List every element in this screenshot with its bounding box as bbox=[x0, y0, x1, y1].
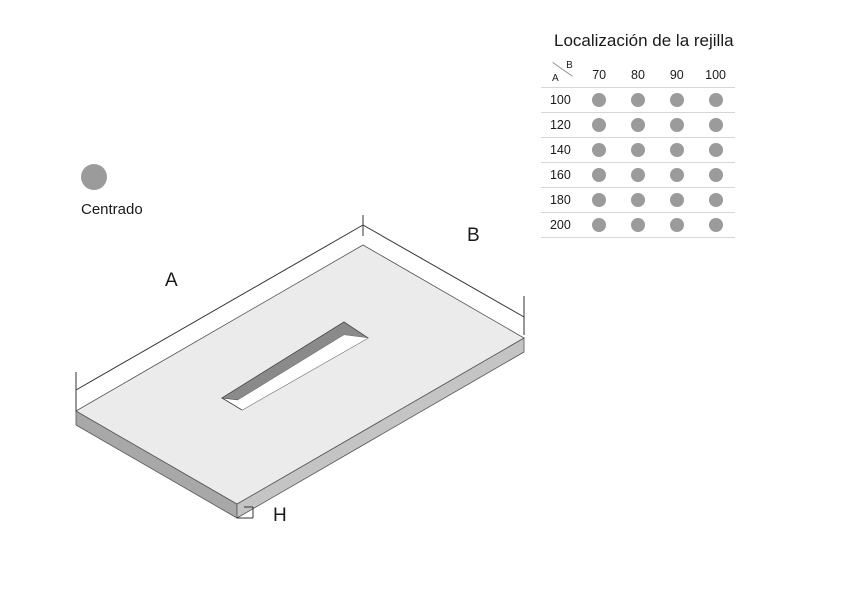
column-header: 80 bbox=[618, 59, 658, 88]
centered-dot-icon bbox=[708, 193, 723, 208]
centered-dot-icon bbox=[630, 118, 645, 133]
table-cell bbox=[696, 87, 735, 113]
table-cell bbox=[696, 162, 735, 188]
centered-dot-icon bbox=[669, 143, 684, 158]
centered-dot-icon bbox=[708, 118, 723, 133]
table-cell bbox=[657, 187, 697, 213]
centered-dot-icon bbox=[630, 143, 645, 158]
table-row: 120 bbox=[541, 112, 735, 138]
centered-dot-icon bbox=[708, 218, 723, 233]
table-row: 100 bbox=[541, 87, 735, 113]
centered-dot-icon bbox=[669, 118, 684, 133]
table-cell bbox=[657, 137, 697, 163]
table-cell bbox=[618, 112, 658, 138]
dimension-label-b: B bbox=[467, 225, 480, 246]
row-header: 140 bbox=[541, 137, 580, 163]
table-cell bbox=[618, 187, 658, 213]
table-header-row: A B 70 80 90 100 bbox=[541, 59, 735, 88]
centered-dot-icon bbox=[592, 218, 607, 233]
table-row: 160 bbox=[541, 162, 735, 188]
row-header: 180 bbox=[541, 187, 580, 213]
corner-label-b: B bbox=[566, 60, 573, 71]
centered-dot-icon bbox=[630, 218, 645, 233]
centered-dot-icon bbox=[630, 193, 645, 208]
centered-dot-icon bbox=[708, 143, 723, 158]
centered-dot-icon bbox=[630, 168, 645, 183]
centered-dot-icon bbox=[592, 93, 607, 108]
table-cell bbox=[657, 212, 697, 238]
table-cell bbox=[618, 162, 658, 188]
drain-slot-floor bbox=[238, 335, 368, 410]
column-header: 90 bbox=[657, 59, 697, 88]
table-cell bbox=[579, 212, 619, 238]
table-cell bbox=[618, 137, 658, 163]
table-cell bbox=[579, 137, 619, 163]
corner-label-a: A bbox=[552, 73, 559, 84]
table-title: Localización de la rejilla bbox=[554, 31, 734, 50]
centered-dot-icon bbox=[669, 193, 684, 208]
row-header: 100 bbox=[541, 87, 580, 113]
table-corner-cell: A B bbox=[541, 59, 580, 88]
dimension-line-h bbox=[237, 506, 254, 519]
table-cell bbox=[618, 212, 658, 238]
dimension-label-a: A bbox=[165, 270, 178, 291]
table-row: 200 bbox=[541, 212, 735, 238]
table-cell bbox=[579, 87, 619, 113]
table-cell bbox=[579, 162, 619, 188]
table-row: 180 bbox=[541, 187, 735, 213]
table-cell bbox=[696, 212, 735, 238]
table-cell bbox=[618, 87, 658, 113]
table-cell bbox=[657, 87, 697, 113]
table-cell bbox=[696, 112, 735, 138]
table-cell bbox=[696, 187, 735, 213]
centered-dot-icon bbox=[669, 218, 684, 233]
centered-dot-icon bbox=[708, 168, 723, 183]
table-cell bbox=[657, 162, 697, 188]
table-cell bbox=[657, 112, 697, 138]
row-header: 120 bbox=[541, 112, 580, 138]
table-cell bbox=[579, 112, 619, 138]
table-row: 140 bbox=[541, 137, 735, 163]
centered-dot-icon bbox=[669, 93, 684, 108]
legend-label: Centrado bbox=[81, 201, 143, 218]
centered-dot-icon bbox=[592, 118, 607, 133]
dimension-label-h: H bbox=[273, 505, 287, 526]
row-header: 160 bbox=[541, 162, 580, 188]
column-header: 100 bbox=[696, 59, 735, 88]
column-header: 70 bbox=[579, 59, 619, 88]
centered-legend-icon bbox=[81, 164, 107, 190]
centered-dot-icon bbox=[592, 168, 607, 183]
row-header: 200 bbox=[541, 212, 580, 238]
table-cell bbox=[579, 187, 619, 213]
centered-dot-icon bbox=[630, 93, 645, 108]
centered-dot-icon bbox=[669, 168, 684, 183]
dimension-line-b bbox=[362, 224, 525, 335]
centered-dot-icon bbox=[592, 143, 607, 158]
table-cell bbox=[696, 137, 735, 163]
centered-dot-icon bbox=[592, 193, 607, 208]
centered-dot-icon bbox=[708, 93, 723, 108]
